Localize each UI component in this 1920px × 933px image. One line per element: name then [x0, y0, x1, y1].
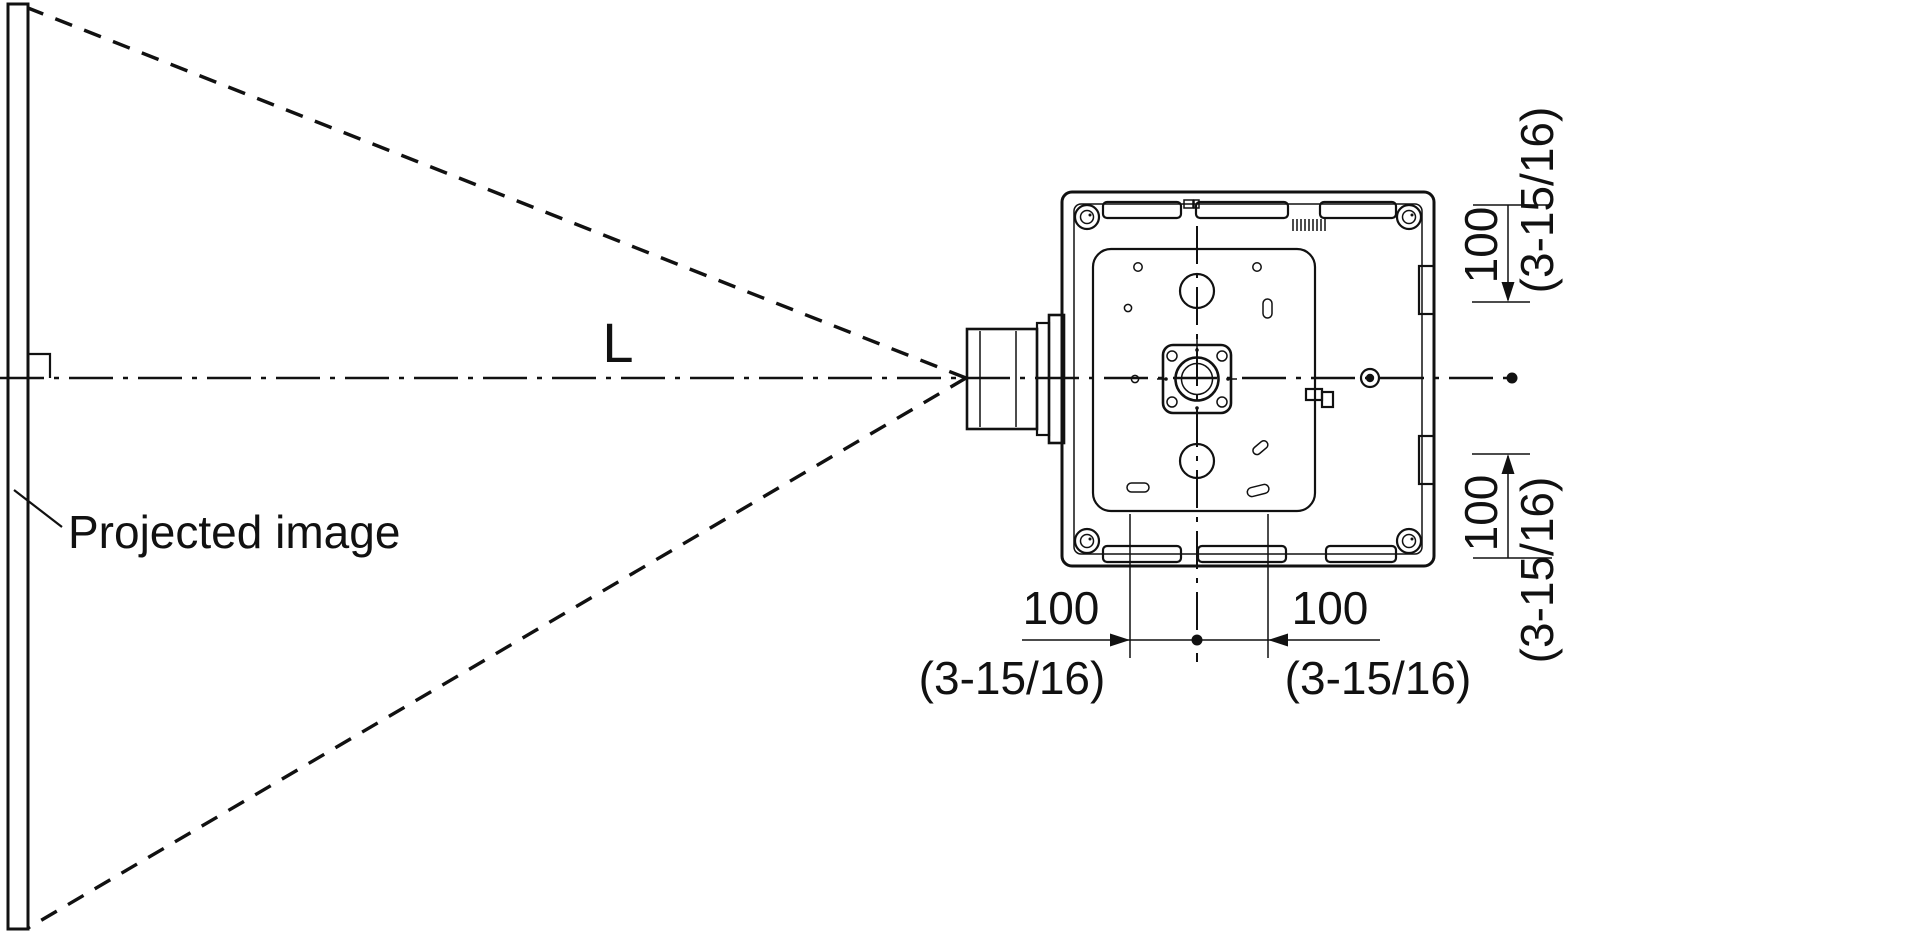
dim-right-top-mm: 100	[1455, 207, 1507, 284]
plate-slot-vertical	[1262, 298, 1273, 319]
dim-bottom-left-mm: 100	[1023, 582, 1100, 634]
corner-screw	[1395, 527, 1423, 555]
projected-image-label: Projected image	[68, 506, 400, 558]
dim-right-top-inches: (3-15/16)	[1511, 107, 1563, 294]
corner-screw	[1073, 203, 1101, 231]
perpendicular-marker	[28, 352, 52, 378]
projected-image-leader-line	[13, 489, 63, 528]
arrowhead-right-icon	[1110, 633, 1130, 647]
projection-cone-upper-edge	[27, 6, 967, 380]
right-bracket-lower	[1417, 434, 1436, 486]
centerline-end-dot-right	[1506, 372, 1518, 384]
dim-bottom-right-inches: (3-15/16)	[1285, 652, 1472, 704]
top-vent-slots	[1101, 199, 1398, 220]
projection-distance-label: L	[602, 311, 633, 374]
plate-slot-angled	[1246, 483, 1270, 498]
vent-grille	[1292, 219, 1326, 231]
right-bracket-upper	[1417, 264, 1436, 316]
connector-detail	[1304, 387, 1335, 409]
plate-slot-horizontal	[1126, 482, 1150, 493]
dim-right-bottom-inches: (3-15/16)	[1511, 477, 1563, 664]
projection-cone-lower-edge	[27, 376, 967, 930]
dim-bottom-left-inches: (3-15/16)	[919, 652, 1106, 704]
plate-slot-diagonal	[1252, 440, 1269, 456]
screen-plane	[6, 2, 52, 931]
corner-screw	[1073, 527, 1101, 555]
dimension-right	[1472, 204, 1552, 559]
corner-screw	[1395, 203, 1423, 231]
arrowhead-left-icon	[1268, 633, 1288, 647]
dimension-bottom	[1022, 514, 1380, 658]
dim-bottom-right-mm: 100	[1292, 582, 1369, 634]
arrowhead-down-icon	[1501, 282, 1515, 302]
dim-right-bottom-mm: 100	[1455, 475, 1507, 552]
arrowhead-up-icon	[1501, 454, 1515, 474]
mounting-plate	[1091, 247, 1317, 513]
projection-cone	[27, 6, 967, 930]
